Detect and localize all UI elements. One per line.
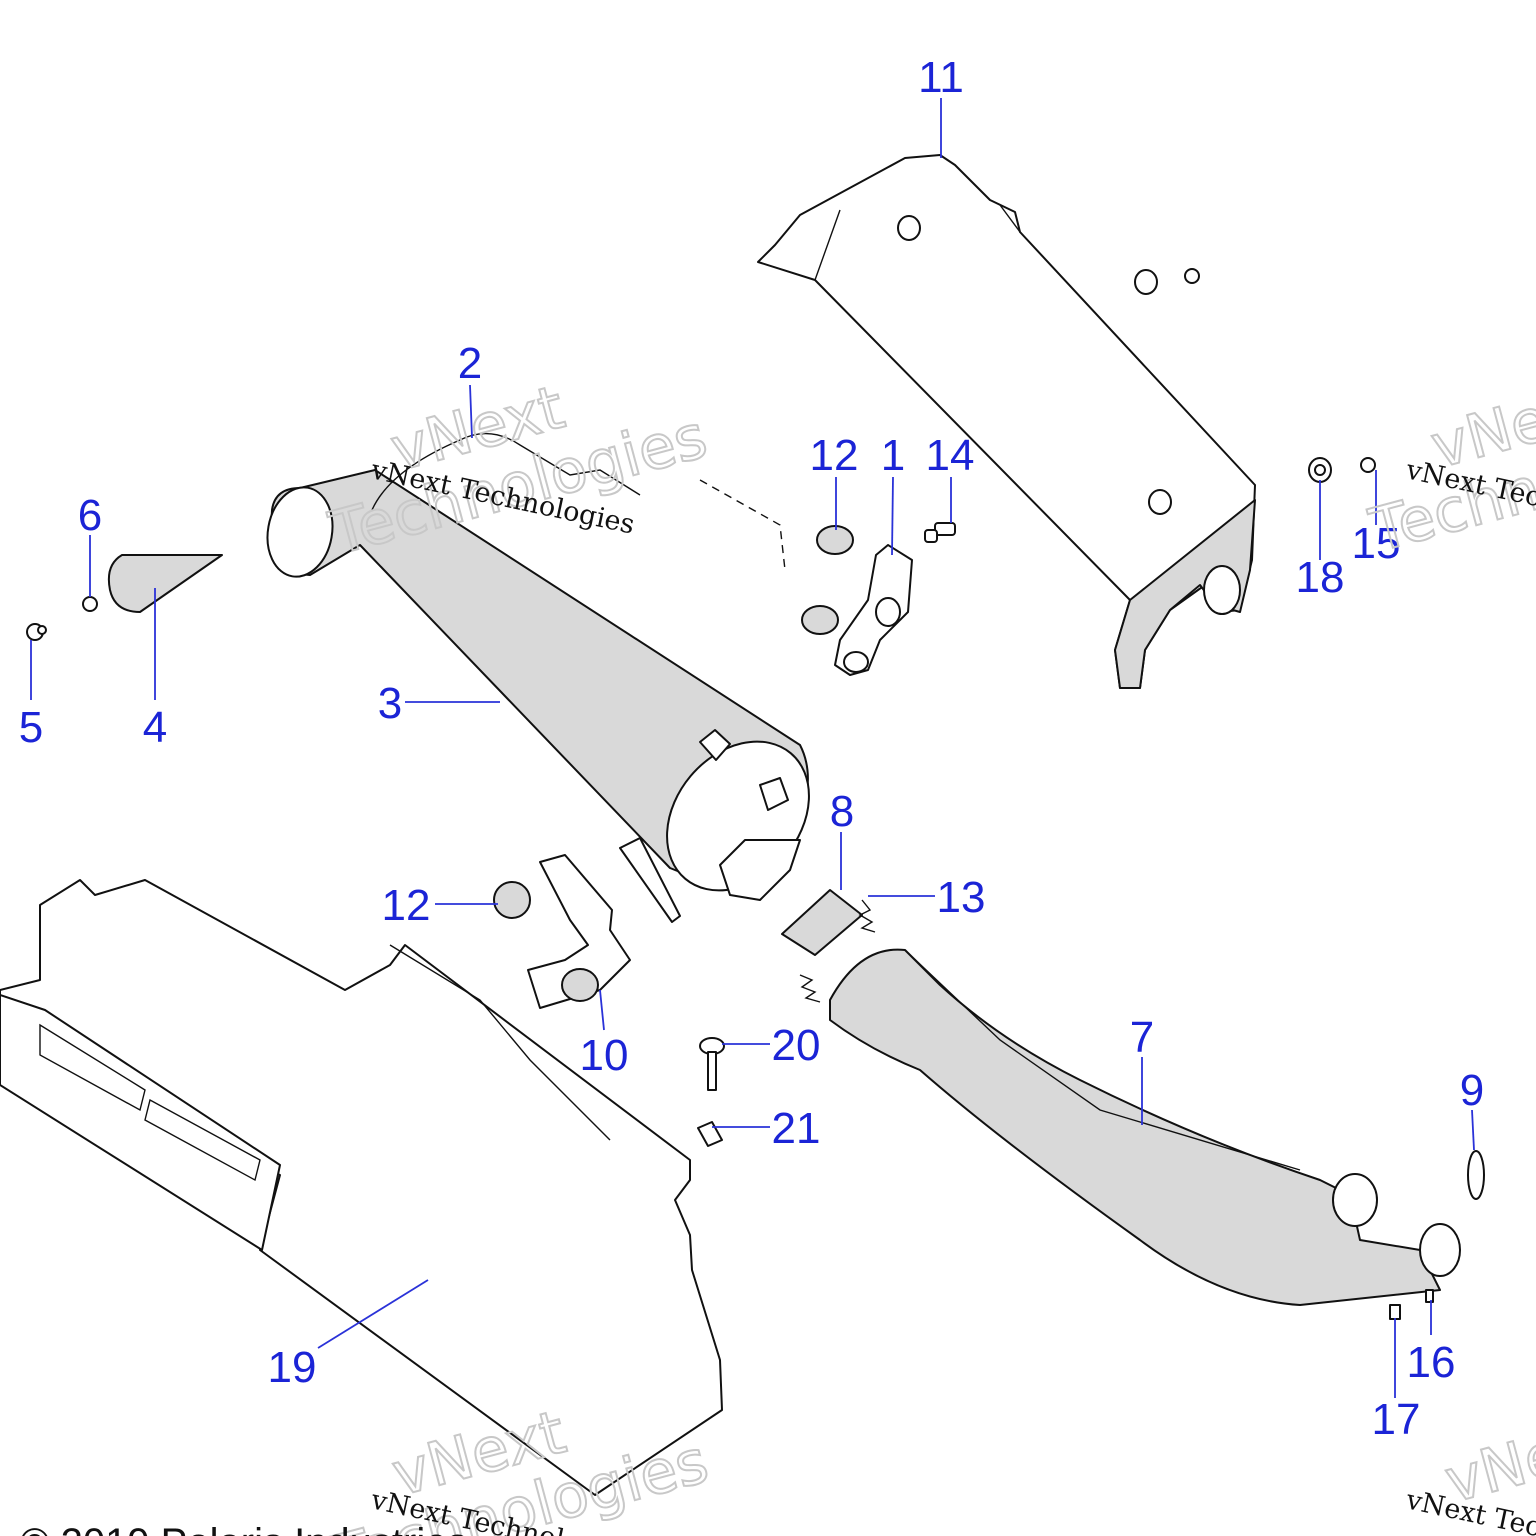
callout-9: 9 xyxy=(1460,1066,1484,1115)
callout-16: 16 xyxy=(1407,1338,1456,1387)
callout-17: 17 xyxy=(1372,1395,1421,1444)
callout-19: 19 xyxy=(268,1343,317,1392)
callout-2: 2 xyxy=(458,339,482,388)
bolt-part-14 xyxy=(924,522,956,543)
callout-6: 6 xyxy=(78,491,102,540)
callout-18: 18 xyxy=(1296,553,1345,602)
leader-lines xyxy=(30,98,1475,1398)
callout-12-upper: 12 xyxy=(810,431,859,480)
heat-shield-part-11 xyxy=(757,154,1256,689)
clip-nut-part-21 xyxy=(697,1121,723,1147)
bracket-part-1 xyxy=(801,525,913,676)
callout-5: 5 xyxy=(19,703,43,752)
callout-10: 10 xyxy=(580,1031,629,1080)
gasket-part-8 xyxy=(781,889,863,956)
bolt-part-5 xyxy=(26,623,47,641)
callout-15: 15 xyxy=(1352,519,1401,568)
callout-21: 21 xyxy=(772,1104,821,1153)
callout-7: 7 xyxy=(1130,1013,1154,1062)
copyright-text: © 2019 Polaris Industries xyxy=(20,1521,467,1536)
bracket-part-10 xyxy=(527,854,631,1009)
gasket-part-9 xyxy=(1467,1150,1485,1200)
callout-8: 8 xyxy=(830,787,854,836)
callout-3: 3 xyxy=(378,679,402,728)
callout-14: 14 xyxy=(926,431,975,480)
grommet-part-12b xyxy=(493,881,531,919)
callout-1: 1 xyxy=(881,431,905,480)
bolt-part-15 xyxy=(1360,457,1376,473)
bolt-part-20 xyxy=(699,1037,725,1091)
heat-shield-part-19 xyxy=(0,879,723,1496)
spring-part-13 xyxy=(799,899,876,1003)
callout-20: 20 xyxy=(772,1021,821,1070)
callout-4: 4 xyxy=(143,703,167,752)
nut-part-6 xyxy=(82,596,98,612)
end-cone-part-4 xyxy=(107,554,223,613)
callout-12-lower: 12 xyxy=(382,881,431,930)
muffler-part-3 xyxy=(266,469,810,923)
head-pipe-part-7 xyxy=(829,948,1461,1306)
nut-part-16 xyxy=(1425,1289,1434,1303)
callout-11: 11 xyxy=(918,53,964,102)
washer-part-18 xyxy=(1308,457,1332,483)
bracket-part-2 xyxy=(371,432,786,571)
stud-part-17 xyxy=(1389,1304,1401,1320)
callout-13: 13 xyxy=(937,873,986,922)
callout-labels: 11 2 12 1 14 6 5 4 3 18 15 8 13 12 10 20… xyxy=(19,53,1484,1444)
